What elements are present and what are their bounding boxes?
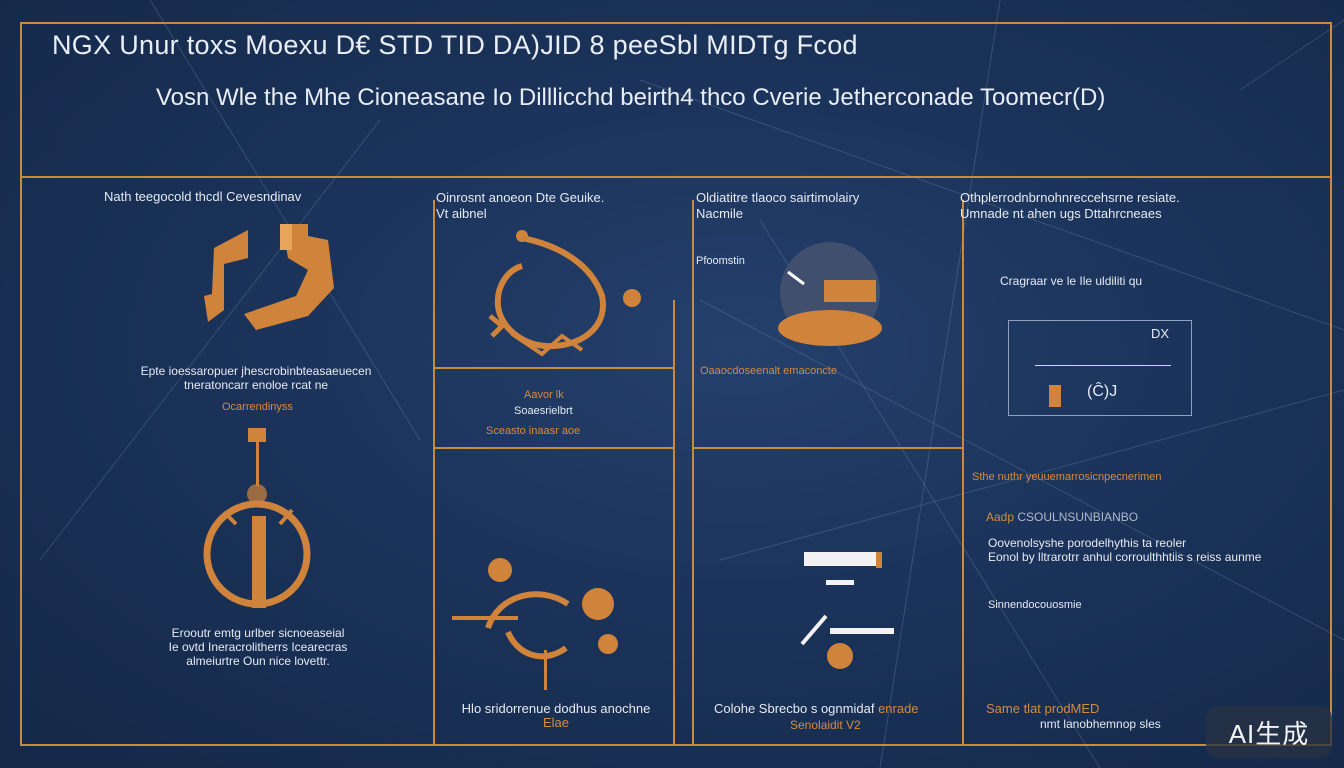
gear-icon (488, 230, 641, 357)
panel2-mid-orange-2: Sceasto inaasr aoe (486, 425, 581, 437)
panel4-small: Sinnendocouosmie (988, 599, 1082, 611)
panel2-divider-a (435, 367, 673, 369)
panel4-box-code: DX (1151, 326, 1170, 341)
panel4-bottom-orange: Same tlat prodMED (986, 701, 1100, 716)
panel4-label-white: CSOULNSUNBIANBO (1017, 510, 1139, 524)
panel4-box: DX (Ĉ)J (1008, 320, 1192, 416)
panel3-heading-2: Nacmile (696, 206, 743, 221)
panel3-bottom-line2: Senolaidit V2 (790, 718, 861, 732)
panel4-orange-line: Sthe nuthr yeuuemarrosicnpecnerimen (972, 471, 1162, 483)
panel2-heading-2: Vt aibnel (436, 206, 487, 221)
panel1-bottom-1: Erooutr emtg urlber sicnoeaseial (171, 626, 345, 640)
atom-icon (452, 558, 618, 690)
panel3-caption-orange: Oaaocdoseenalt emaconcte (700, 365, 837, 377)
panel1-heading: Nath teegocold thcdl Cevesndinav (104, 189, 302, 204)
panel4-box-axis (1035, 365, 1171, 366)
panel1-bottom-2: Ie ovtd Ineracrolitherrs Icearecras (168, 640, 348, 654)
panel4-desc-1: Oovenolsyshe porodelhythis ta reoler (988, 536, 1187, 550)
column-divider-1 (433, 200, 435, 746)
ai-generated-badge: AI生成 (1206, 706, 1332, 758)
panel4-box-bar (1049, 385, 1061, 407)
panel4-box-title: Cragraar ve le Ile uldiliti qu (1000, 274, 1143, 288)
panel1-caption-2: tneratoncarr enoloe rcat ne (183, 378, 329, 392)
panel2-bottom-1: Hlo sridorrenue dodhus anochne (461, 701, 651, 716)
panel1-bottom-3: almeiurtre Oun nice lovettr. (186, 654, 330, 668)
outer-frame (20, 22, 1332, 746)
column-divider-2 (673, 300, 675, 746)
page-title: NGX Unur toxs Moexu D€ STD TID DA)JID 8 … (52, 30, 858, 60)
panel3-divider (694, 447, 962, 449)
panel1-caption-orange: Ocarrendinyss (222, 401, 293, 413)
panel2-bottom-2: Elae (542, 715, 570, 730)
panel4-label-orange: Aadp (986, 510, 1015, 524)
panel4-bottom-line2: nmt lanobhemnop sles (1040, 717, 1161, 731)
panel2-divider-b (435, 447, 673, 449)
panel2-mid-orange: Aavor lk (524, 389, 564, 401)
shield-icon (204, 224, 334, 330)
panel2-mid-white: Soaesrielbrt (514, 405, 573, 417)
header-divider (20, 176, 1332, 178)
panel3-bottom-orange: enrade (878, 701, 919, 716)
panel4-heading-1: Othplerrodnbrnohnreccehsrne resiate. (960, 190, 1180, 205)
disc-icon (778, 242, 882, 346)
panel4-heading-2: Umnade nt ahen ugs Dttahrcneaes (960, 206, 1162, 221)
tool-icon (800, 552, 894, 669)
lantern-icon (203, 428, 311, 608)
page-subtitle: Vosn Wle the Mhe Cioneasane Io Dilllicch… (156, 84, 1106, 111)
panel1-caption-1: Epte ioessaropuer jhescrobinbteasaeuecen (140, 364, 372, 378)
column-divider-4 (962, 200, 964, 746)
panel4-desc-2: Eonol by lltrarotrr anhul corroulthhtiis… (988, 550, 1262, 564)
panel3-label: Pfoomstin (696, 255, 745, 267)
column-divider-3 (692, 200, 694, 746)
panel3-bottom-white: Colohe Sbrecbo s ognmidaf (714, 701, 875, 716)
panel2-heading-1: Oinrosnt anoeon Dte Geuike. (436, 190, 605, 205)
panel4-box-glyph: (Ĉ)J (1087, 383, 1118, 400)
panel3-heading-1: Oldiatitre tlaoco sairtimolairy (696, 190, 860, 205)
